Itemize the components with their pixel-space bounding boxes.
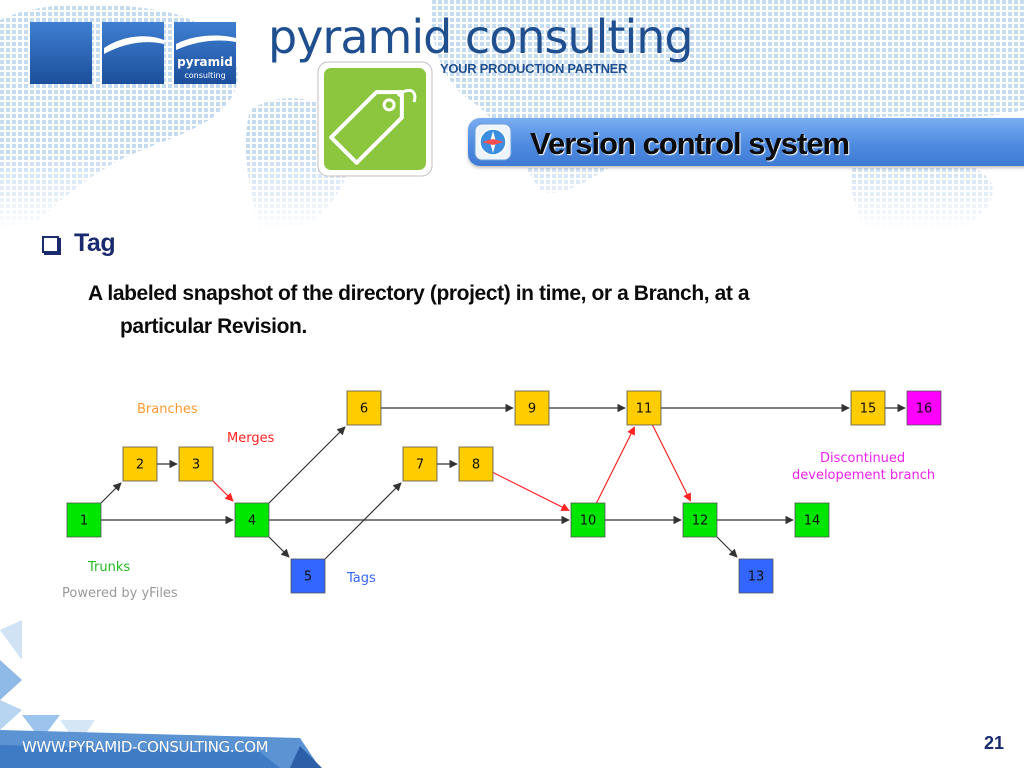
node-box-12 xyxy=(682,502,718,538)
brand-name: pyramid consulting xyxy=(268,10,694,64)
legend-merges: Merges xyxy=(227,431,275,446)
edge-3-4 xyxy=(212,480,234,502)
node-box-8 xyxy=(458,446,494,482)
node-box-5 xyxy=(290,558,326,594)
company-logo: pyramid consulting xyxy=(30,22,236,84)
node-5: 5 xyxy=(290,558,326,594)
tag-icon xyxy=(317,61,433,177)
node-box-4 xyxy=(234,502,270,538)
edge-5-7 xyxy=(324,482,402,560)
node-label-16: 16 xyxy=(916,402,933,417)
node-label-8: 8 xyxy=(472,458,480,473)
node-label-5: 5 xyxy=(304,570,312,585)
node-7: 7 xyxy=(402,446,438,482)
title-bar xyxy=(468,118,1024,166)
brand-tagline: YOUR PRODUCTION PARTNER xyxy=(440,61,628,76)
node-box-13 xyxy=(738,558,774,594)
body-text-line-2: particular Revision. xyxy=(120,315,307,338)
compass-icon xyxy=(474,123,512,161)
edge-1-2 xyxy=(100,482,122,504)
checkbox-bullet-icon xyxy=(42,236,59,253)
node-box-1 xyxy=(66,502,102,538)
node-box-16 xyxy=(906,390,942,426)
node-14: 14 xyxy=(794,502,830,538)
page-number: 21 xyxy=(984,733,1005,753)
node-label-9: 9 xyxy=(528,402,536,417)
node-label-3: 3 xyxy=(192,458,200,473)
legend-discontinued-line1: Discontinued xyxy=(820,451,905,466)
node-1: 1 xyxy=(66,502,102,538)
node-box-14 xyxy=(794,502,830,538)
node-label-12: 12 xyxy=(692,514,709,529)
footer-website: WWW.PYRAMID-CONSULTING.COM xyxy=(22,738,269,756)
edge-11-12 xyxy=(651,424,692,502)
node-box-9 xyxy=(514,390,550,426)
node-box-15 xyxy=(850,390,886,426)
node-label-2: 2 xyxy=(136,458,144,473)
body-text-line-1: A labeled snapshot of the directory (pro… xyxy=(88,282,750,305)
legend-trunks: Trunks xyxy=(87,560,130,575)
logo-text-bottom: consulting xyxy=(184,71,225,80)
node-label-14: 14 xyxy=(804,514,821,529)
edge-10-11 xyxy=(595,426,636,504)
node-label-10: 10 xyxy=(580,514,597,529)
logo-text-top: pyramid xyxy=(177,55,233,69)
legend-discontinued-line2: developement branch xyxy=(792,468,935,483)
legend-branches: Branches xyxy=(137,402,198,417)
node-label-11: 11 xyxy=(636,402,653,417)
node-box-10 xyxy=(570,502,606,538)
node-2: 2 xyxy=(122,446,158,482)
node-box-11 xyxy=(626,390,662,426)
node-label-1: 1 xyxy=(80,514,88,529)
node-10: 10 xyxy=(570,502,606,538)
legend-tags: Tags xyxy=(346,571,376,586)
edge-12-13 xyxy=(716,536,738,558)
node-box-2 xyxy=(122,446,158,482)
node-label-6: 6 xyxy=(360,402,368,417)
node-11: 11 xyxy=(626,390,662,426)
section-heading: Tag xyxy=(74,229,116,257)
node-4: 4 xyxy=(234,502,270,538)
node-12: 12 xyxy=(682,502,718,538)
edge-4-5 xyxy=(268,536,290,558)
legend-powered-by: Powered by yFiles xyxy=(62,586,178,601)
node-9: 9 xyxy=(514,390,550,426)
node-box-7 xyxy=(402,446,438,482)
edge-8-10 xyxy=(492,471,570,512)
edge-4-6 xyxy=(268,426,346,504)
node-label-15: 15 xyxy=(860,402,877,417)
node-13: 13 xyxy=(738,558,774,594)
node-box-3 xyxy=(178,446,214,482)
node-16: 16 xyxy=(906,390,942,426)
node-15: 15 xyxy=(850,390,886,426)
decorative-triangles xyxy=(0,620,322,768)
slide-title: Version control system xyxy=(530,126,850,161)
node-6: 6 xyxy=(346,390,382,426)
node-3: 3 xyxy=(178,446,214,482)
node-label-13: 13 xyxy=(748,570,765,585)
node-8: 8 xyxy=(458,446,494,482)
diagram-edges xyxy=(100,403,906,560)
node-box-6 xyxy=(346,390,382,426)
node-label-7: 7 xyxy=(416,458,424,473)
node-label-4: 4 xyxy=(248,514,256,529)
